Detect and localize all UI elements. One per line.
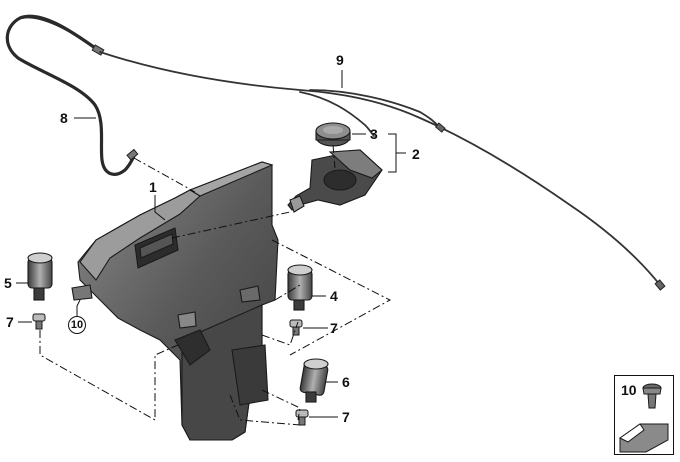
hose-end-fitting	[434, 122, 446, 133]
callout-10-circled: 10	[68, 316, 86, 334]
washer-pump-5	[27, 252, 53, 301]
leader-lines	[16, 70, 406, 418]
callout-5: 5	[4, 275, 12, 291]
callout-1: 1	[149, 179, 157, 195]
pump-seal	[295, 409, 309, 426]
callout-7: 7	[6, 314, 14, 330]
pump-seal	[32, 313, 46, 330]
callout-7: 7	[342, 409, 350, 425]
hose-end-fitting	[654, 279, 666, 291]
direction-arrow-icon	[619, 423, 669, 453]
expanding-clip-icon	[642, 383, 662, 409]
filler-cap	[315, 122, 351, 147]
filler-neck-assembly	[287, 149, 383, 213]
callout-4: 4	[330, 288, 338, 304]
washer-pump-4	[287, 264, 313, 311]
washer-hose-9	[99, 51, 661, 286]
callout-8: 8	[60, 110, 68, 126]
callout-2: 2	[412, 146, 420, 162]
callout-7: 7	[330, 320, 338, 336]
washer-fluid-reservoir	[71, 161, 279, 441]
assembly-guide-lines	[39, 144, 392, 426]
callout-6: 6	[342, 374, 350, 390]
washer-pump-6	[299, 358, 329, 403]
callout-3: 3	[370, 126, 378, 142]
legend-label: 10	[621, 382, 637, 398]
legend-box: 10	[614, 375, 674, 455]
washer-hose-8	[5, 14, 136, 176]
callout-9: 9	[336, 52, 344, 68]
